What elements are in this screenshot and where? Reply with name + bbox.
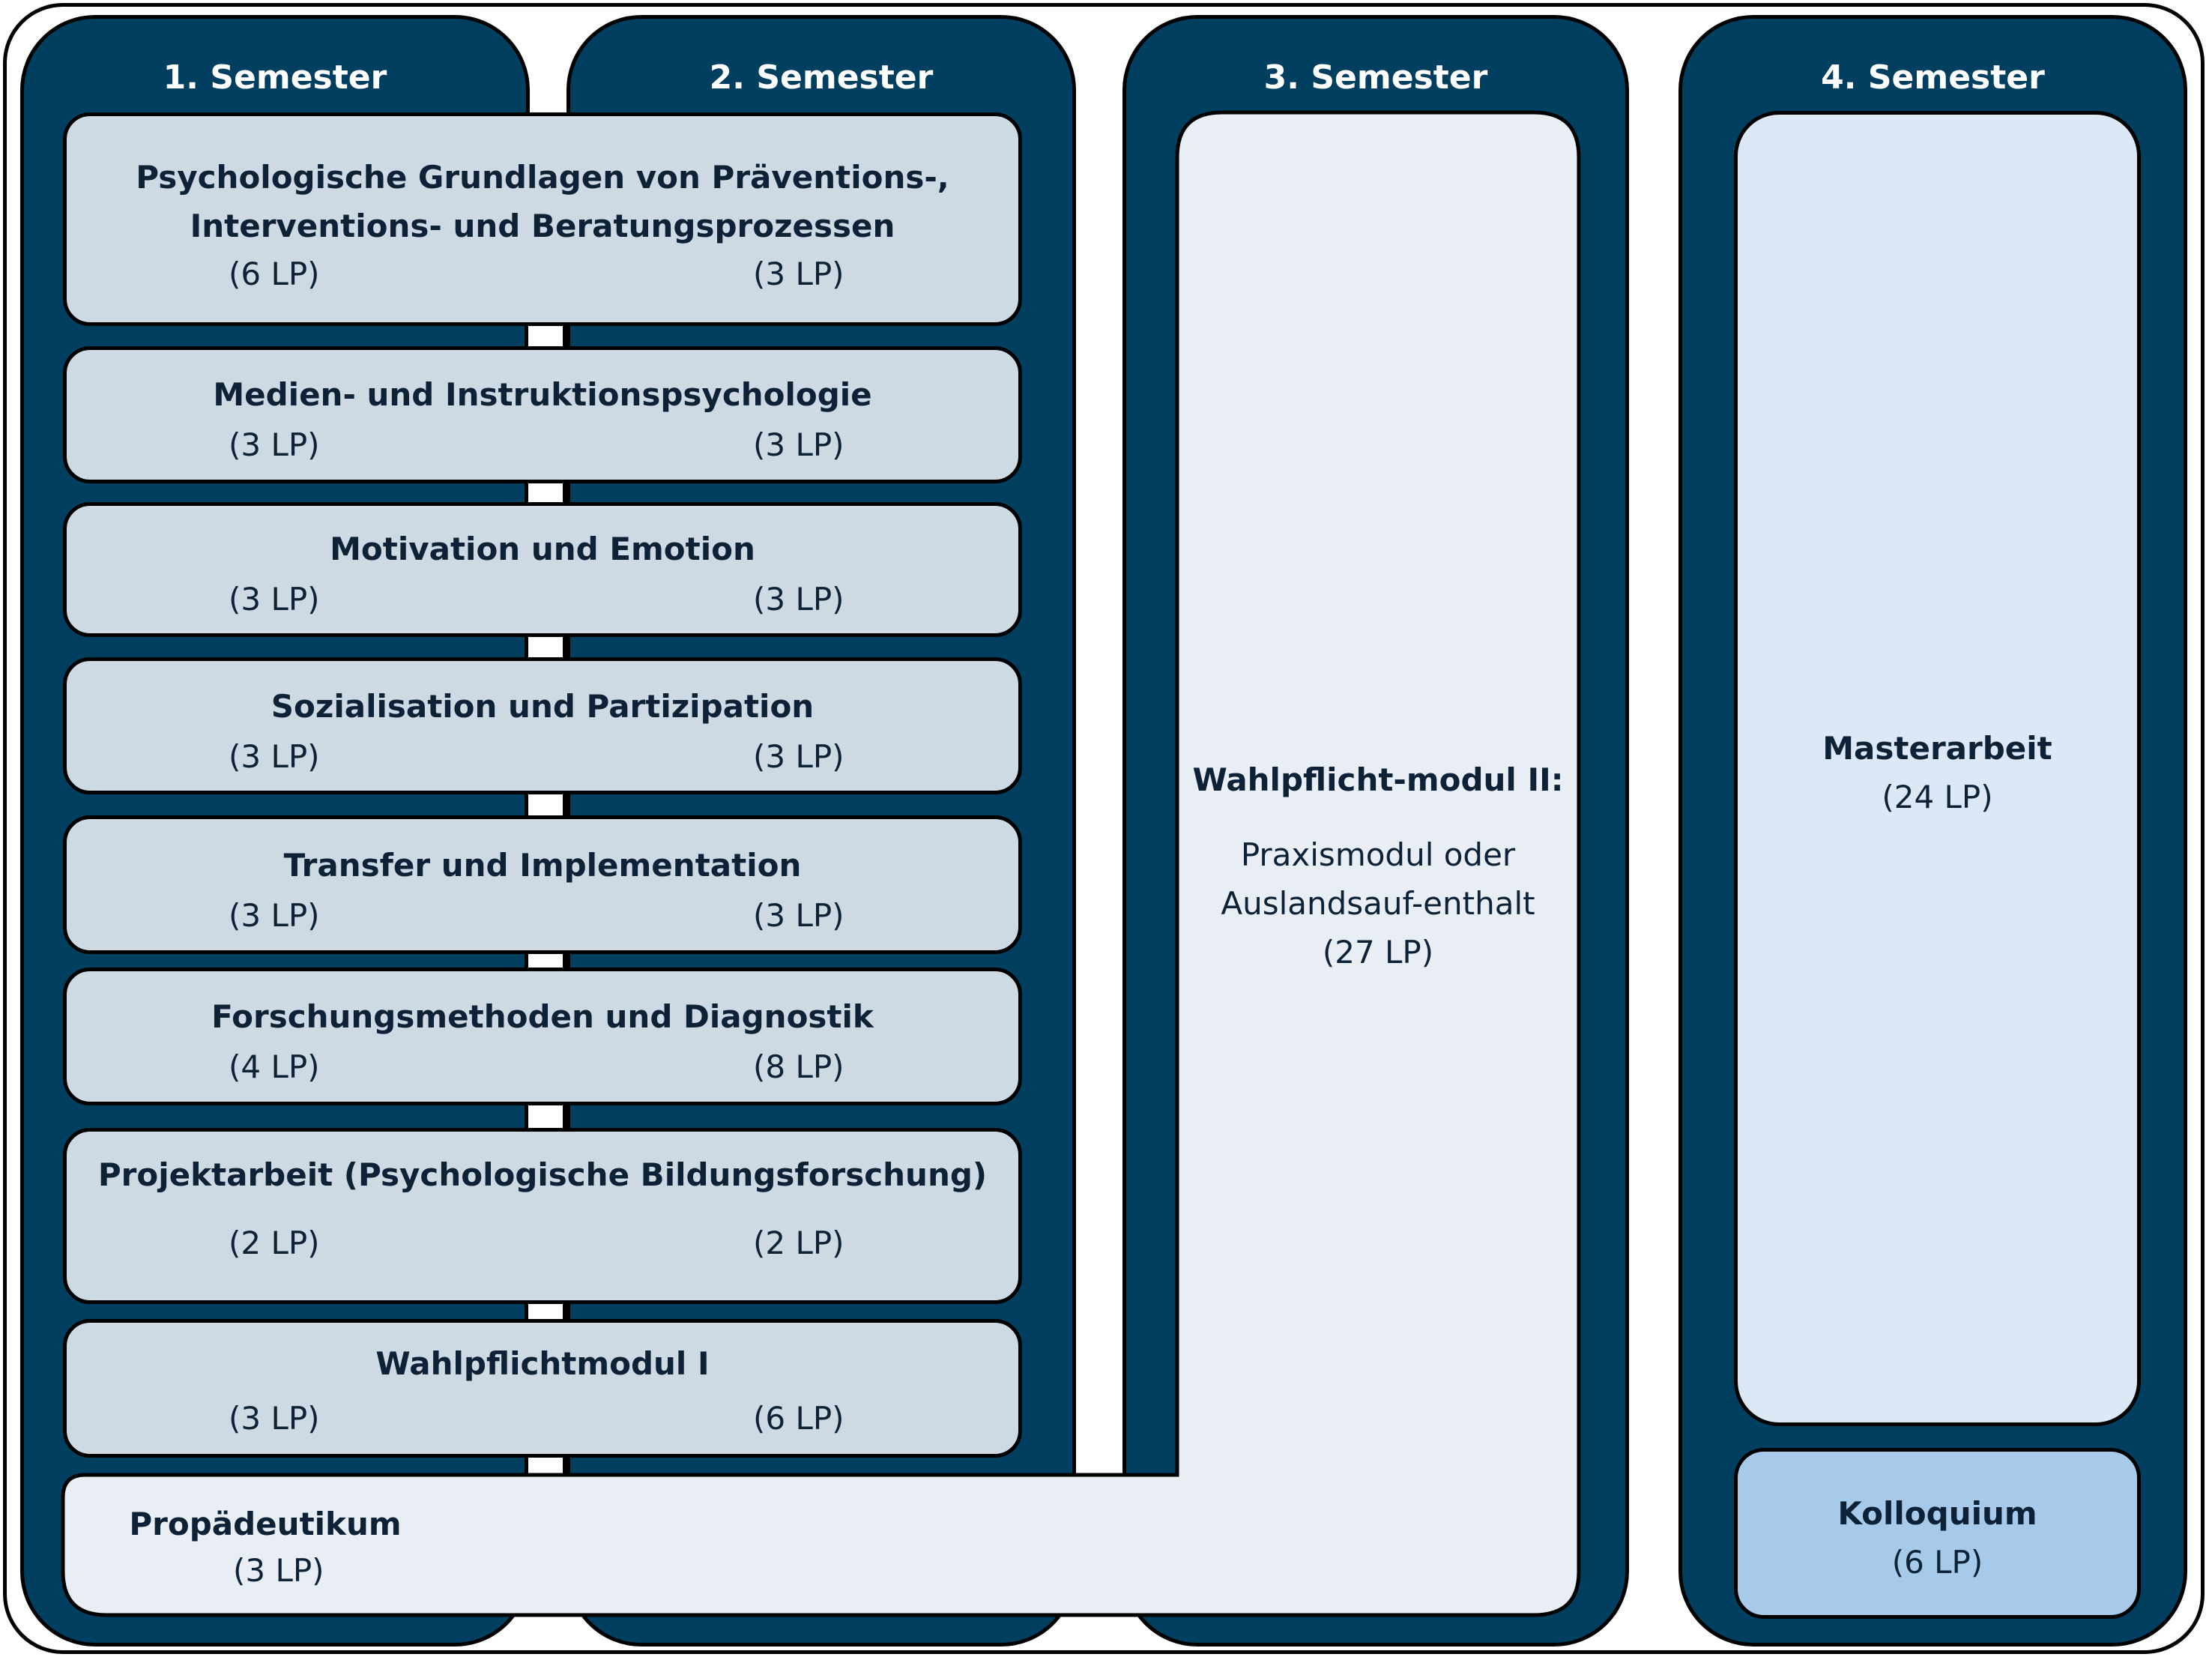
module-title: Transfer und Implementation — [283, 847, 802, 884]
kolloquium-title: Kolloquium — [1837, 1495, 2037, 1532]
connector — [525, 480, 566, 506]
wahlpflicht-2-title: Wahlpflicht-modul II: — [1192, 761, 1564, 798]
masterarbeit-lp: (24 LP) — [1882, 779, 1993, 815]
semester-3-header: 3. Semester — [1263, 58, 1488, 97]
module-title: Sozialisation und Partizipation — [271, 688, 815, 725]
lp-semester-2: (3 LP) — [753, 738, 844, 775]
lp-semester-2: (6 LP) — [753, 1400, 844, 1437]
wahlpflicht-2-lp: (27 LP) — [1322, 934, 1434, 971]
semester-4-header: 4. Semester — [1821, 58, 2045, 97]
lp-semester-2: (8 LP) — [753, 1048, 844, 1085]
lp-semester-2: (3 LP) — [753, 581, 844, 618]
connector — [525, 791, 566, 819]
lp-semester-1: (2 LP) — [229, 1225, 320, 1261]
lp-semester-2: (3 LP) — [753, 897, 844, 934]
module-medien-instruktionspsychologie: Medien- und Instruktionspsychologie (3 L… — [63, 346, 1022, 483]
module-wahlpflichtmodul-1: Wahlpflichtmodul I (3 LP) (6 LP) — [63, 1319, 1022, 1458]
module-transfer-implementation: Transfer und Implementation (3 LP) (3 LP… — [63, 815, 1022, 954]
module-forschungsmethoden-diagnostik: Forschungsmethoden und Diagnostik (4 LP)… — [63, 968, 1022, 1105]
connector — [525, 633, 566, 661]
masterarbeit-title: Masterarbeit — [1822, 730, 2052, 767]
lp-semester-1: (6 LP) — [229, 256, 320, 292]
module-projektarbeit: Projektarbeit (Psychologische Bildungsfo… — [63, 1128, 1022, 1304]
lp-semester-2: (3 LP) — [753, 256, 844, 292]
lp-semester-1: (3 LP) — [229, 581, 320, 618]
module-sozialisation-partizipation: Sozialisation und Partizipation (3 LP) (… — [63, 657, 1022, 794]
connector — [525, 1102, 566, 1132]
lp-semester-1: (3 LP) — [229, 1400, 320, 1437]
module-title: Psychologische Grundlagen von Prävention… — [136, 159, 949, 196]
kolloquium-lp: (6 LP) — [1891, 1544, 1983, 1581]
masterarbeit-box: Masterarbeit (24 LP) — [1734, 111, 2141, 1426]
lp-semester-2: (3 LP) — [753, 426, 844, 463]
semester-1-header: 1. Semester — [163, 58, 387, 97]
module-title: Forschungsmethoden und Diagnostik — [211, 998, 874, 1035]
module-title: Motivation und Emotion — [330, 531, 755, 567]
lp-semester-2: (2 LP) — [753, 1225, 844, 1261]
propaedeutikum-title: Propädeutikum — [129, 1506, 402, 1542]
lp-semester-1: (4 LP) — [229, 1048, 320, 1085]
wahlpflicht-2-line2: Auslandsauf-enthalt — [1221, 885, 1535, 922]
connector — [525, 1454, 566, 1476]
kolloquium-box: Kolloquium (6 LP) — [1734, 1448, 2141, 1619]
module-title: Wahlpflichtmodul I — [375, 1345, 710, 1382]
module-motivation-emotion: Motivation und Emotion (3 LP) (3 LP) — [63, 502, 1022, 637]
lp-semester-1: (3 LP) — [229, 426, 320, 463]
lp-semester-1: (3 LP) — [229, 897, 320, 934]
wahlpflicht-2-line1: Praxismodul oder — [1240, 836, 1516, 873]
semester-2-header: 2. Semester — [709, 58, 934, 97]
module-title: Medien- und Instruktionspsychologie — [213, 376, 872, 413]
module-psychologische-grundlagen: Psychologische Grundlagen von Prävention… — [63, 112, 1022, 326]
propaedeutikum-lp: (3 LP) — [233, 1552, 324, 1589]
lp-semester-1: (3 LP) — [229, 738, 320, 775]
connector — [525, 322, 566, 350]
module-title: Projektarbeit (Psychologische Bildungsfo… — [97, 1156, 988, 1193]
module-title-line2: Interventions- und Beratungsprozessen — [190, 208, 895, 244]
